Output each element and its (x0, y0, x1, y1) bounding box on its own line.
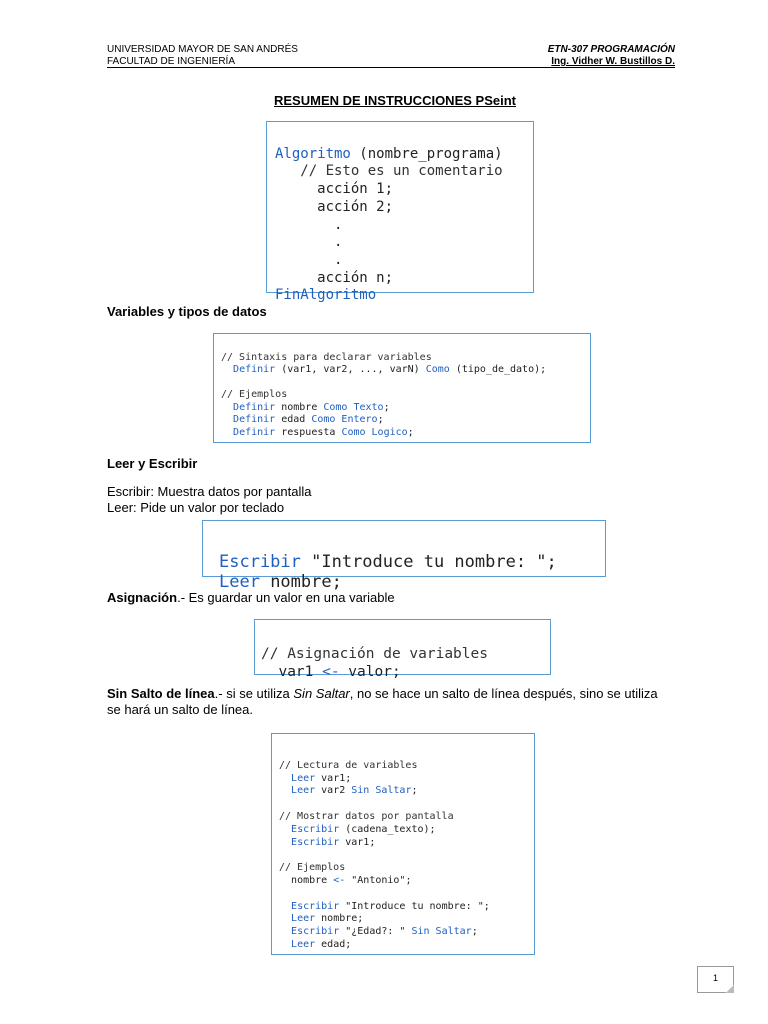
no-newline-paragraph: Sin Salto de línea.- si se utiliza Sin S… (107, 686, 707, 718)
kw-definir: Definir (233, 414, 276, 425)
semicolon: ; (471, 926, 478, 938)
var-respuesta: respuesta (275, 426, 342, 438)
kw-leer: Leer (291, 785, 316, 797)
leer-desc: Leer: Pide un valor por teclado (107, 500, 285, 515)
cadena-texto: (cadena_texto); (339, 823, 436, 835)
var-var2: var2 (315, 785, 352, 797)
code-comment: // Esto es un comentario (275, 163, 503, 180)
university-name: UNIVERSIDAD MAYOR DE SAN ANDRÉS (107, 44, 298, 55)
var-nombre: nombre; (259, 572, 342, 592)
code-box-examples: // Lectura de variables Leer var1; Leer … (271, 733, 535, 955)
kw-como: Como (425, 364, 450, 375)
sin-saltar-term: Sin Saltar (293, 686, 350, 701)
header-right: ETN-307 PROGRAMACIÓN Ing. Vidher W. Bust… (548, 44, 675, 68)
assign-arrow: <- (322, 664, 340, 680)
header-left: UNIVERSIDAD MAYOR DE SAN ANDRÉS FACULTAD… (107, 44, 298, 68)
kw-escribir: Escribir (291, 823, 340, 835)
kw-definir: Definir (233, 426, 276, 438)
var-edad: edad; (315, 938, 352, 950)
header-rule (107, 67, 675, 68)
kw-como-entero: Como Entero (311, 414, 378, 425)
semicolon: ; (377, 414, 384, 425)
action-1: acción 1; (275, 181, 394, 198)
code-comment: // Ejemplos (221, 389, 288, 400)
var-nombre: nombre (275, 401, 324, 413)
kw-escribir: Escribir (291, 836, 340, 848)
kw-como-texto: Como Texto (323, 401, 384, 413)
code-comment: // Lectura de variables (279, 759, 418, 771)
kw-sin-saltar: Sin Saltar (351, 785, 412, 797)
program-name: (nombre_programa) (350, 145, 503, 162)
prompt-edad: "¿Edad?: " (339, 926, 412, 938)
var-var1: var1; (315, 772, 352, 784)
code-comment: // Asignación de variables (261, 646, 488, 662)
value: valor; (339, 664, 401, 680)
code-box-io: Escribir "Introduce tu nombre: "; Leer no… (202, 520, 606, 592)
code-box-assignment: // Asignación de variables var1 <- valor… (254, 619, 551, 680)
kw-leer: Leer (291, 913, 316, 925)
kw-como-logico: Como Logico (341, 426, 408, 438)
semicolon: ; (411, 785, 418, 797)
kw-algoritmo: Algoritmo (275, 145, 351, 162)
assignment-desc: .- Es guardar un valor en una variable (177, 590, 395, 605)
prompt-string: "Introduce tu nombre: "; (339, 900, 490, 912)
code-comment: // Mostrar datos por pantalla (279, 810, 454, 822)
page-number: 1 (697, 966, 734, 993)
var-nombre: nombre (291, 874, 334, 886)
faculty-name: FACULTAD DE INGENIERÍA (107, 56, 235, 67)
code-comment: // Sintaxis para declarar variables (221, 351, 432, 363)
syntax-type: (tipo_de_dato); (449, 364, 547, 375)
section-io: Leer y Escribir (107, 456, 198, 471)
action-n: acción n; (275, 269, 394, 286)
var-nombre: nombre; (315, 913, 364, 925)
kw-leer: Leer (219, 572, 260, 592)
no-newline-term: Sin Salto de línea (107, 686, 215, 701)
var-var1: var1 (261, 664, 323, 680)
semicolon: ; (383, 401, 390, 413)
kw-definir: Definir (233, 401, 276, 413)
escribir-desc: Escribir: Muestra datos por pantalla (107, 484, 312, 499)
prompt-string: "Introduce tu nombre: "; (300, 552, 557, 572)
no-newline-desc-end: se hará un salto de línea. (107, 702, 253, 717)
no-newline-desc: .- si se utiliza (214, 686, 294, 701)
kw-escribir: Escribir (291, 926, 340, 938)
section-variables: Variables y tipos de datos (107, 304, 267, 319)
kw-leer: Leer (291, 938, 316, 950)
assign-arrow: <- (333, 874, 346, 886)
ellipsis-dot: . (275, 251, 343, 268)
ellipsis-dot: . (275, 216, 343, 233)
semicolon: ; (407, 426, 414, 438)
instructor-name: Ing. Vidher W. Bustillos D. (551, 56, 675, 67)
kw-finalgoritmo: FinAlgoritmo (275, 287, 377, 304)
assignment-paragraph: Asignación.- Es guardar un valor en una … (107, 590, 395, 606)
course-code: ETN-307 PROGRAMACIÓN (547, 44, 675, 55)
code-comment: // Ejemplos (279, 862, 346, 874)
assignment-term: Asignación (107, 590, 178, 605)
action-2: acción 2; (275, 198, 394, 215)
var-edad: edad (275, 414, 312, 425)
kw-escribir: Escribir (219, 552, 301, 572)
syntax-vars: (var1, var2, ..., varN) (275, 364, 426, 375)
code-box-variables: // Sintaxis para declarar variables Defi… (213, 333, 591, 443)
io-description: Escribir: Muestra datos por pantalla Lee… (107, 484, 311, 516)
var-var1: var1; (339, 836, 376, 848)
kw-leer: Leer (291, 772, 316, 784)
no-newline-desc-cont: , no se hace un salto de línea después, … (349, 686, 658, 701)
kw-sin-saltar: Sin Saltar (411, 926, 472, 938)
page-title: RESUMEN DE INSTRUCCIONES PSeint (274, 93, 516, 108)
kw-definir: Definir (233, 364, 276, 375)
kw-escribir: Escribir (291, 900, 340, 912)
string-antonio: "Antonio"; (345, 874, 412, 886)
code-box-algorithm: Algoritmo (nombre_programa) // Esto es u… (266, 121, 534, 303)
ellipsis-dot: . (275, 234, 343, 251)
